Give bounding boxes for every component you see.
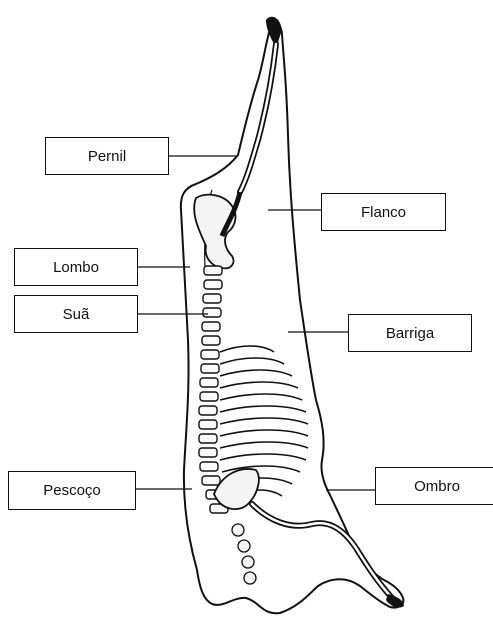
spine <box>199 266 228 513</box>
label-ombro: Ombro <box>375 467 493 505</box>
label-flanco: Flanco <box>321 193 446 231</box>
label-sua: Suã <box>14 295 138 333</box>
hind-leg-bone <box>240 44 276 192</box>
label-lombo: Lombo <box>14 248 138 286</box>
pelvis-bone <box>194 195 235 269</box>
neck-vertebrae <box>232 524 256 584</box>
label-pernil: Pernil <box>45 137 169 175</box>
label-barriga: Barriga <box>348 314 472 352</box>
label-pescoco: Pescoço <box>8 471 136 510</box>
